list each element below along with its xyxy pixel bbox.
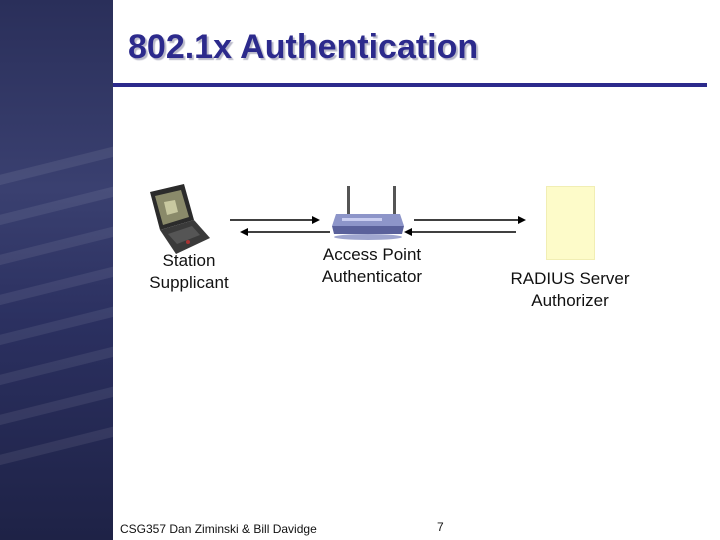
station-label-line2: Supplicant xyxy=(149,273,229,292)
arrow-radius-to-ap xyxy=(404,228,516,236)
slide-title: 802.1x Authentication xyxy=(128,28,479,66)
band-stripe xyxy=(0,260,113,310)
arrow-ap-to-station xyxy=(240,228,330,236)
station-label-line1: Station xyxy=(162,251,216,270)
band-stripe xyxy=(0,300,113,350)
page-number: 7 xyxy=(437,520,444,534)
band-stripe xyxy=(0,420,113,470)
band-stripe xyxy=(0,220,113,270)
access-point-label-line2: Authenticator xyxy=(321,267,423,286)
laptop-icon xyxy=(150,184,210,254)
arrow-station-to-ap xyxy=(230,216,320,224)
radius-server-label-line1: RADIUS Server xyxy=(510,269,630,288)
band-stripe xyxy=(0,340,113,390)
access-point-label: Access Point Authenticator xyxy=(306,244,438,288)
wireless-router-icon xyxy=(332,186,404,240)
title-underline xyxy=(113,83,707,87)
band-stripe xyxy=(0,180,113,230)
left-decorative-band xyxy=(0,0,113,540)
radius-server-label-line2: Authorizer xyxy=(531,291,609,310)
footer-credit: CSG357 Dan Ziminski & Bill Davidge xyxy=(120,522,317,536)
band-stripe xyxy=(0,380,113,430)
radius-server-label: RADIUS Server Authorizer xyxy=(500,268,640,312)
station-label: Station Supplicant xyxy=(134,250,244,294)
access-point-label-line1: Access Point xyxy=(322,245,422,264)
radius-server-box xyxy=(546,186,595,260)
band-stripe xyxy=(0,140,113,190)
arrow-ap-to-radius xyxy=(414,216,526,224)
